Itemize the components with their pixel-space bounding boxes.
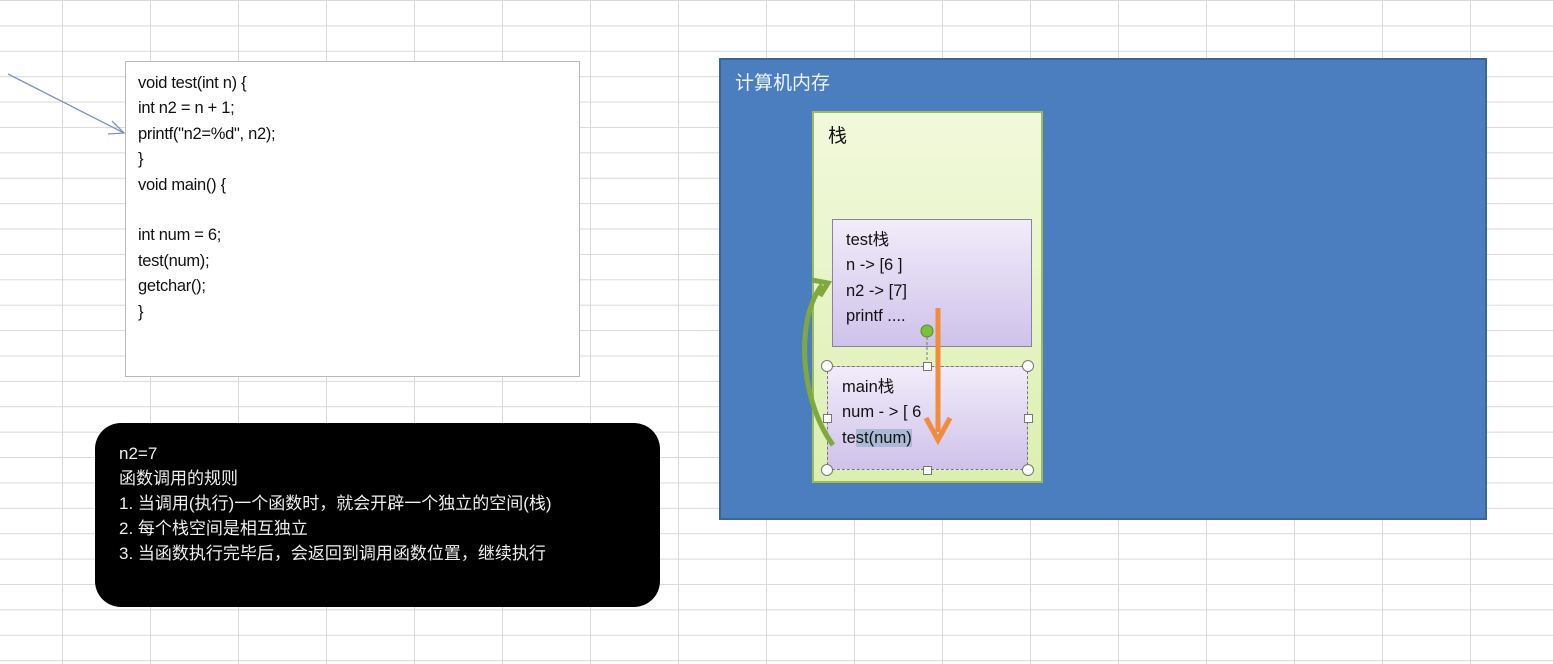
- rules-callout[interactable]: n2=7 函数调用的规则 1. 当调用(执行)一个函数时，就会开辟一个独立的空间…: [95, 423, 660, 607]
- code-line: void main() {: [138, 175, 226, 194]
- code-line: }: [138, 302, 144, 321]
- resize-handle[interactable]: [923, 466, 932, 475]
- code-textbox[interactable]: void test(int n) { int n2 = n + 1; print…: [125, 61, 580, 377]
- return-arrow: [923, 308, 953, 446]
- output-text: n2=7: [119, 444, 158, 463]
- stack-title: 栈: [828, 126, 848, 147]
- code-line: int num = 6;: [138, 226, 222, 245]
- pointer-arrow: [7, 73, 126, 135]
- code-line: }: [138, 150, 144, 169]
- code-line: void test(int n) {: [138, 74, 247, 92]
- resize-handle[interactable]: [821, 464, 833, 476]
- call-arrow: [802, 277, 836, 447]
- frame-var: n -> [6 ]: [846, 256, 903, 275]
- rule-item: 2. 每个栈空间是相互独立: [119, 519, 308, 538]
- code-line: test(num);: [138, 251, 210, 270]
- frame-var: n2 -> [7]: [846, 281, 907, 300]
- code-line: printf("n2=%d", n2);: [138, 124, 276, 143]
- resize-handle[interactable]: [1024, 414, 1033, 423]
- memory-title: 计算机内存: [735, 73, 831, 94]
- rule-item: 3. 当函数执行完毕后，会返回到调用函数位置，继续执行: [119, 544, 546, 563]
- frame-stmt: printf ....: [846, 307, 906, 326]
- frame-var: num - > [ 6: [842, 403, 922, 422]
- frame-title: test栈: [846, 231, 890, 249]
- resize-handle[interactable]: [1022, 360, 1034, 372]
- rules-heading: 函数调用的规则: [119, 469, 238, 488]
- test-stack-frame[interactable]: test栈 n -> [6 ] n2 -> [7] printf ....: [832, 219, 1032, 347]
- frame-call: test(num): [842, 426, 1027, 451]
- resize-handle[interactable]: [823, 414, 832, 423]
- rule-item: 1. 当调用(执行)一个函数时，就会开辟一个独立的空间(栈): [119, 494, 552, 513]
- call-text: te: [842, 428, 856, 447]
- code-line: getchar();: [138, 277, 206, 296]
- code-line: int n2 = n + 1;: [138, 99, 235, 118]
- resize-handle[interactable]: [821, 360, 833, 372]
- frame-title: main栈: [842, 378, 895, 396]
- resize-handle[interactable]: [923, 362, 932, 371]
- selected-text[interactable]: st(num): [855, 428, 912, 447]
- resize-handle[interactable]: [1022, 464, 1034, 476]
- rotate-handle[interactable]: [920, 324, 934, 338]
